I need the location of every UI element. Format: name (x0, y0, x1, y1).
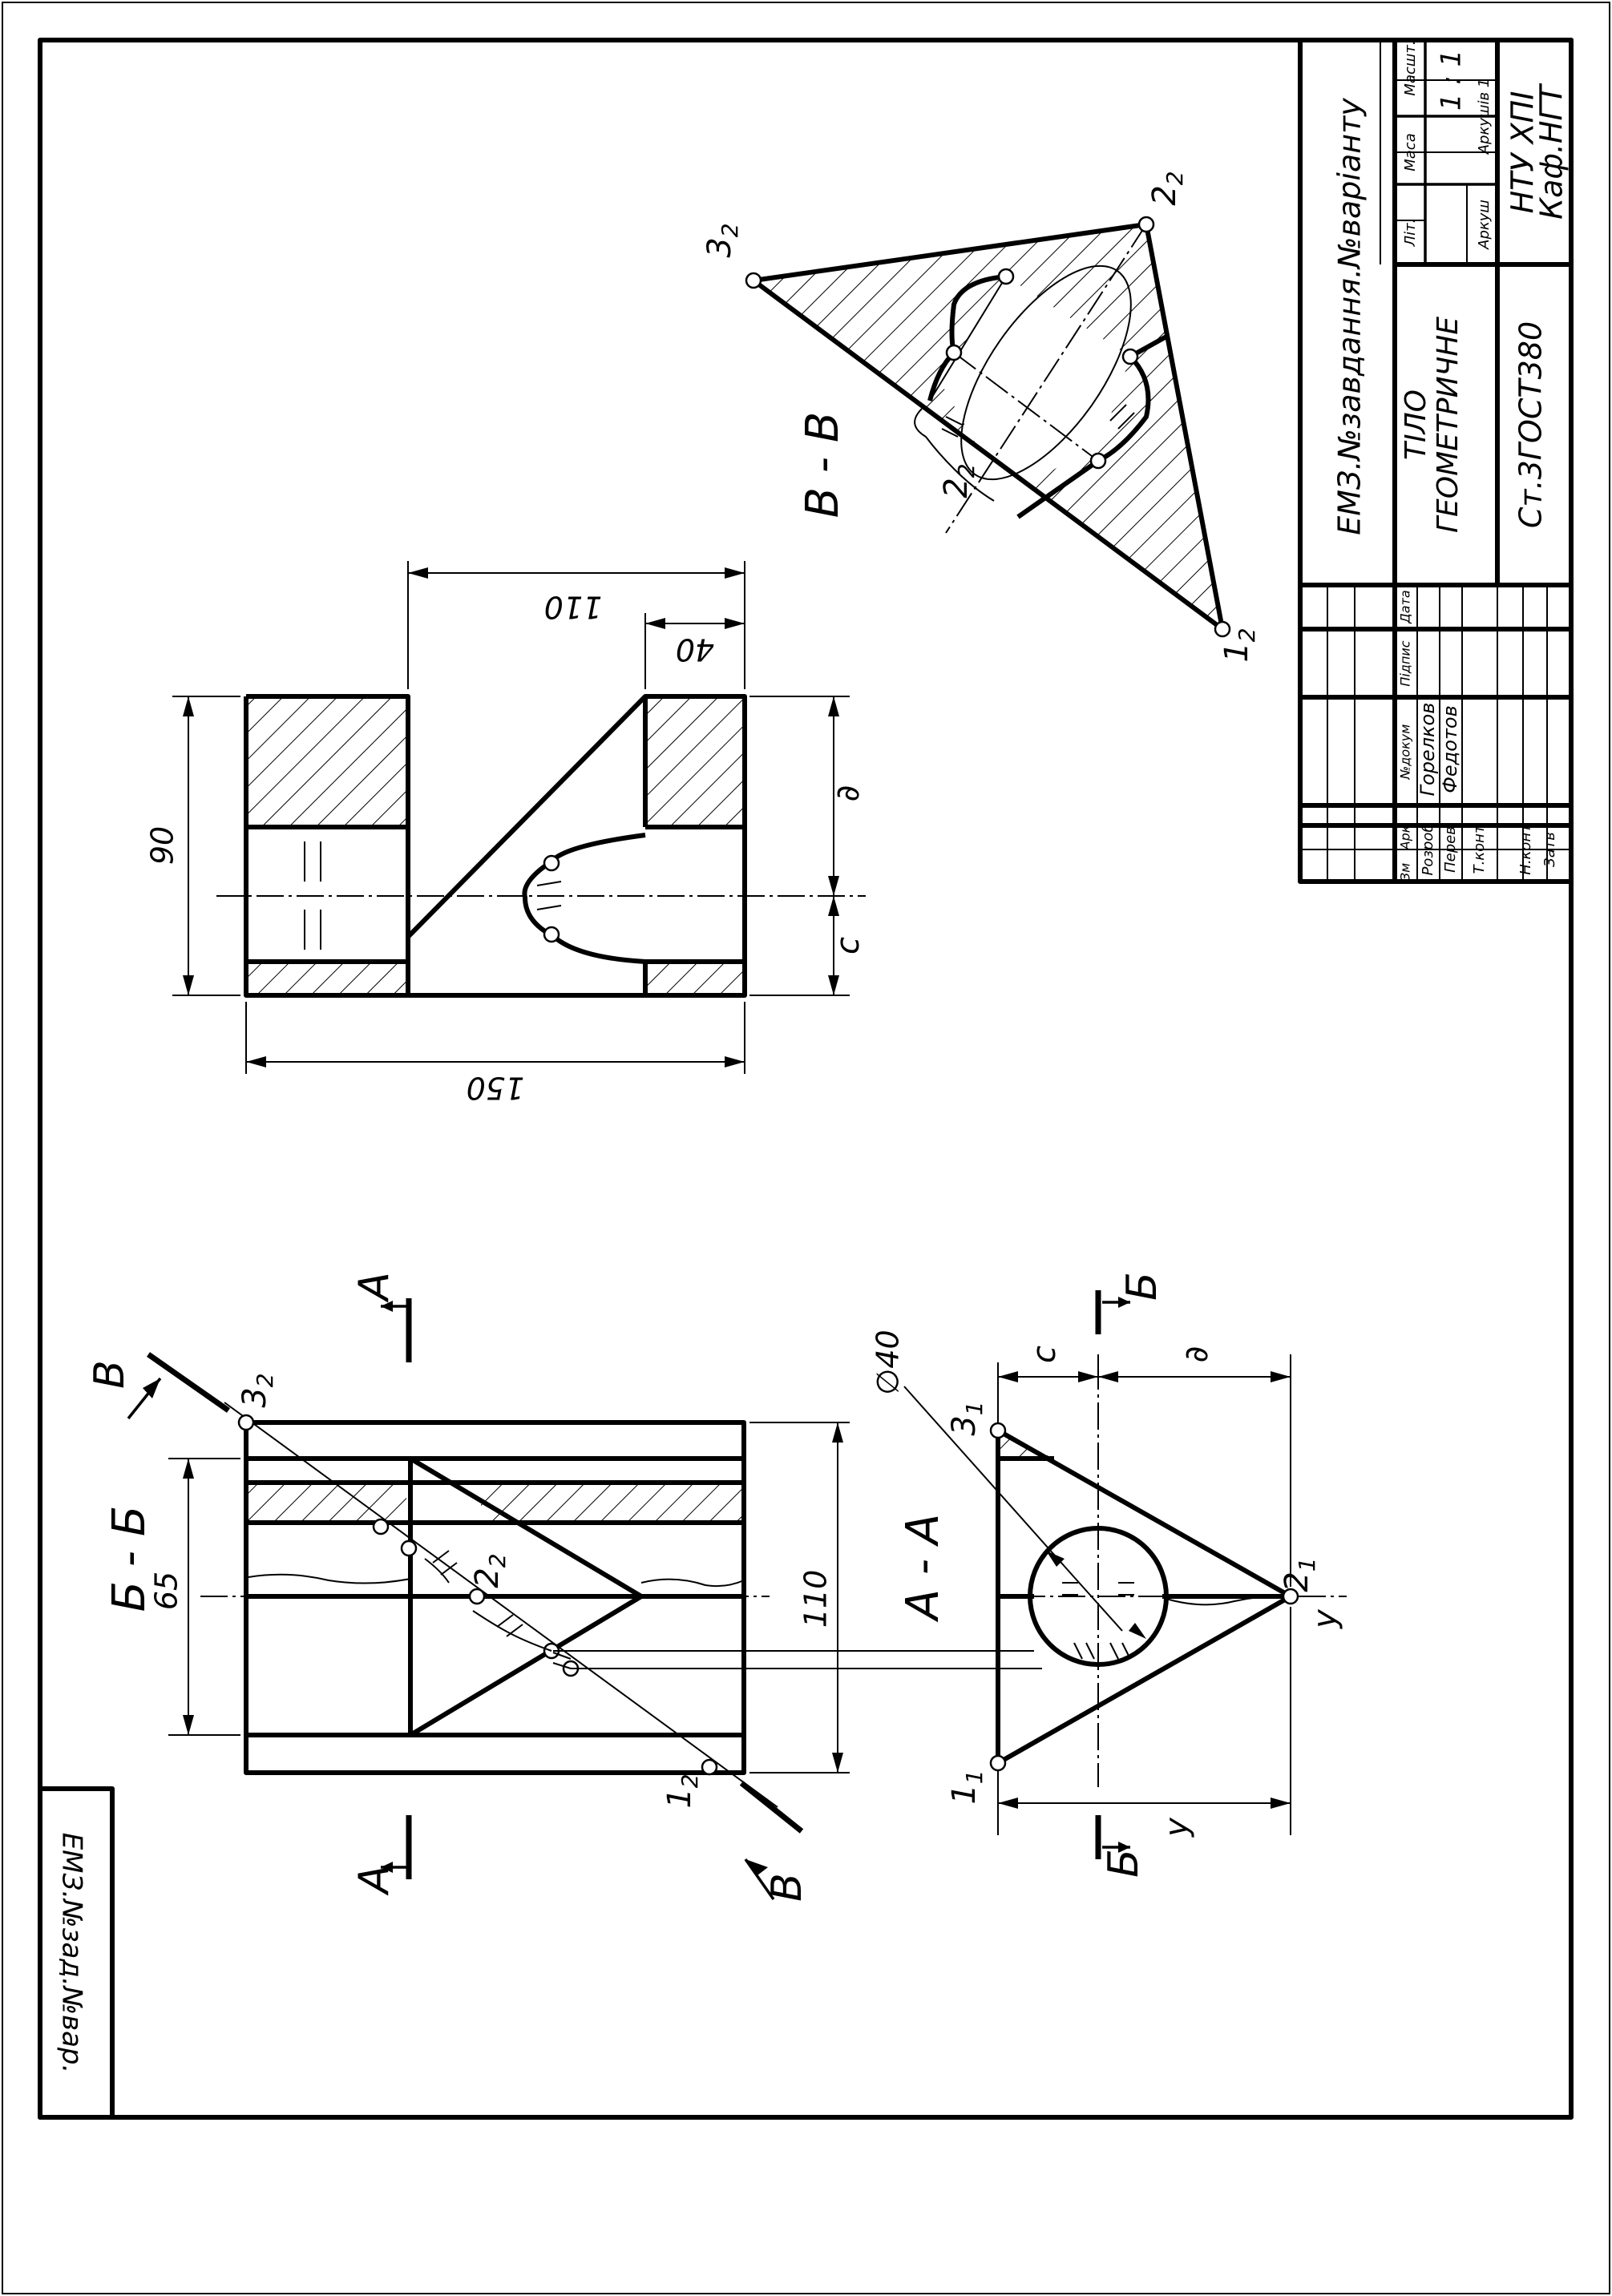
dim-y-right: y (1307, 1608, 1343, 1629)
part-name-line1: ТІЛО (1400, 389, 1432, 460)
mass-label: Маса (1402, 133, 1419, 171)
mark-a-bottom: А (350, 1865, 398, 1896)
label-2-1: 21 (1279, 1557, 1320, 1592)
section-title-bb: Б - Б (103, 1506, 156, 1612)
section-aa: c ∂ y y ∅40 (553, 1290, 1347, 1859)
label-1-2-bb: 12 (661, 1773, 703, 1808)
name-perev: Федотов (1439, 705, 1461, 793)
scale-value: 1 : 1 (1436, 50, 1468, 111)
title-designation: ЕМЗ.№завдання.№варіанту (1332, 98, 1368, 535)
label-2-2-prime-vv: 22 (938, 463, 980, 498)
scale-label: Масшт. (1402, 40, 1419, 95)
dim-150: 150 (467, 1071, 525, 1106)
row-tkont: Т.конт (1471, 825, 1488, 874)
label-1-1: 11 (946, 1769, 988, 1804)
top-view: 150 110 40 90 ∂ c (145, 561, 867, 1106)
col-zm: Зм (1398, 863, 1413, 881)
part-name-line2: ГЕОМЕТРИЧНЕ (1432, 317, 1465, 533)
material: Ст.3ГОСТ380 (1513, 321, 1549, 528)
sheets-label: Аркушів 1 (1476, 79, 1493, 155)
dim-90: 90 (145, 826, 180, 865)
mark-b-bottom: Б (1100, 1849, 1148, 1878)
dim-alpha: ∂ (830, 785, 867, 802)
section-vv (745, 216, 1231, 638)
dim-65: 65 (149, 1572, 184, 1610)
label-1-2-vv: 12 (1218, 627, 1260, 662)
dim-40: 40 (676, 632, 714, 668)
dim-c-top: c (830, 937, 867, 954)
dim-110-side: 110 (798, 1570, 834, 1628)
mark-v-bottom: В (763, 1873, 811, 1902)
dim-110-top: 110 (544, 590, 603, 625)
lit-label: Літ. (1402, 219, 1419, 248)
dim-y-bottom: y (1158, 1817, 1195, 1838)
col-doc: №докум (1398, 724, 1413, 781)
point-labels: 32 22 12 31 21 11 32 22 12 22 (236, 171, 1320, 1808)
section-title-vv: В - В (797, 412, 849, 519)
dim-dia-40: ∅40 (871, 1330, 906, 1394)
row-zatv: Затв (1541, 832, 1558, 867)
col-date: Дата (1398, 590, 1413, 623)
section-bb: 65 110 (127, 1298, 850, 1901)
name-razrob: Горелков (1416, 703, 1439, 797)
row-perev: Перев (1442, 826, 1459, 873)
drawing-frame (38, 38, 1574, 2120)
dim-c-bottom: c (1026, 1346, 1063, 1363)
label-3-1: 31 (946, 1401, 988, 1435)
label-3-2-vv: 32 (701, 223, 743, 257)
org-line1: НТУ ХПІ (1505, 91, 1541, 214)
section-title-aa: А - А (897, 1514, 949, 1622)
title-block: ЕМЗ.№завдання.№варіанту ТІЛО ГЕОМЕТРИЧНЕ… (1298, 38, 1574, 884)
label-2-2-vv: 22 (1146, 171, 1188, 205)
dim-beta: ∂ (1178, 1346, 1215, 1363)
mark-a-top: А (350, 1272, 398, 1303)
col-sign: Підпис (1398, 640, 1413, 686)
sheet-label: Аркуш (1476, 200, 1493, 250)
label-3-2-bb: 32 (236, 1373, 278, 1407)
col-ark: Арк (1398, 825, 1413, 850)
stamp-code: ЕМЗ.№зад.№вар. (56, 1833, 88, 2074)
stamp-box: ЕМЗ.№зад.№вар. (38, 1786, 115, 2120)
label-2-2-bb: 22 (469, 1553, 511, 1588)
org-line2: Каф.НГТ (1534, 83, 1570, 220)
mark-v-top: В (86, 1360, 134, 1389)
row-nkont: Н.конт (1517, 824, 1534, 875)
row-razrob: Розроб (1420, 824, 1436, 876)
mark-b-top: Б (1118, 1272, 1166, 1301)
